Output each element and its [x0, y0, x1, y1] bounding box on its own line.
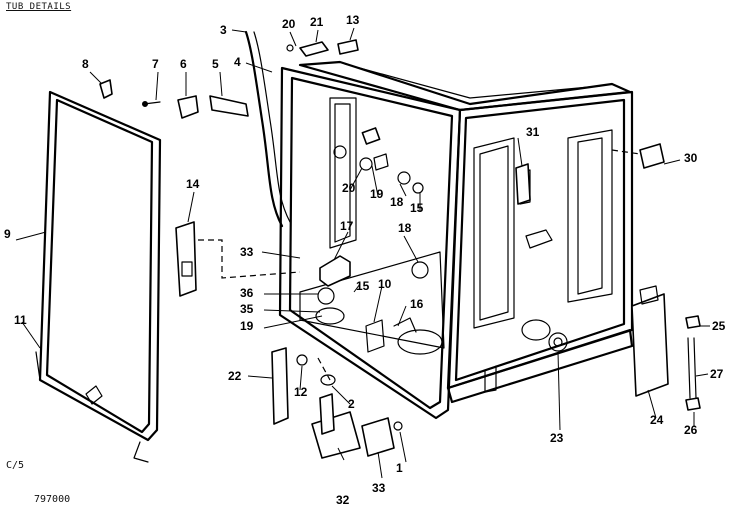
tub-body — [278, 60, 634, 420]
callout-31: 31 — [526, 125, 540, 139]
callout-20: 19 — [370, 187, 384, 201]
callout-8: 8 — [82, 57, 89, 71]
callout-26: 23 — [550, 431, 564, 445]
callout-11: 11 — [14, 313, 27, 327]
guide-lines — [198, 149, 641, 381]
callout-15-upper: 15 — [410, 201, 424, 215]
callout-3: 3 — [220, 23, 227, 37]
callout-15-lower: 15 — [356, 279, 370, 293]
callout-22: 19 — [240, 319, 254, 333]
callout-19: 18 — [390, 195, 404, 209]
callout-33: 32 — [336, 493, 350, 507]
callout-24: 21 — [310, 15, 324, 29]
callout-18: 18 — [398, 221, 412, 235]
callout-35: 35 — [240, 302, 254, 316]
callout-29: 27 — [710, 367, 724, 381]
callout-6: 6 — [180, 57, 187, 71]
callout-4: 4 — [234, 55, 241, 69]
diagram-title: TUB DETAILS — [6, 2, 72, 12]
callout-13: 13 — [346, 13, 360, 27]
callout-17: 17 — [340, 219, 354, 233]
callout-14: 14 — [186, 177, 200, 191]
callout-23: 20 — [282, 17, 296, 31]
callout-9: 9 — [4, 227, 11, 241]
callout-12: 12 — [294, 385, 308, 399]
callout-10: 10 — [378, 277, 392, 291]
drawing-number: 797000 — [34, 494, 71, 505]
section-code: C/5 — [6, 460, 25, 471]
callout-2: 2 — [348, 397, 355, 411]
callout-34: 33 — [372, 481, 386, 495]
exploded-parts — [99, 30, 701, 459]
callout-25: 22 — [228, 369, 242, 383]
callout-1: 1 — [396, 461, 403, 475]
callout-36: 36 — [240, 286, 254, 300]
door-gasket-frame — [35, 90, 162, 463]
leader-lines — [15, 27, 710, 479]
callout-21: 20 — [342, 181, 356, 195]
callout-7: 7 — [152, 57, 159, 71]
callout-30: 30 — [684, 151, 698, 165]
callout-5: 5 — [212, 57, 219, 71]
callout-16: 16 — [410, 297, 424, 311]
callout-27: 24 — [650, 413, 664, 427]
callout-28-lower: 26 — [684, 423, 698, 437]
callout-28-upper: 25 — [712, 319, 726, 333]
callout-32: 33 — [240, 245, 254, 259]
